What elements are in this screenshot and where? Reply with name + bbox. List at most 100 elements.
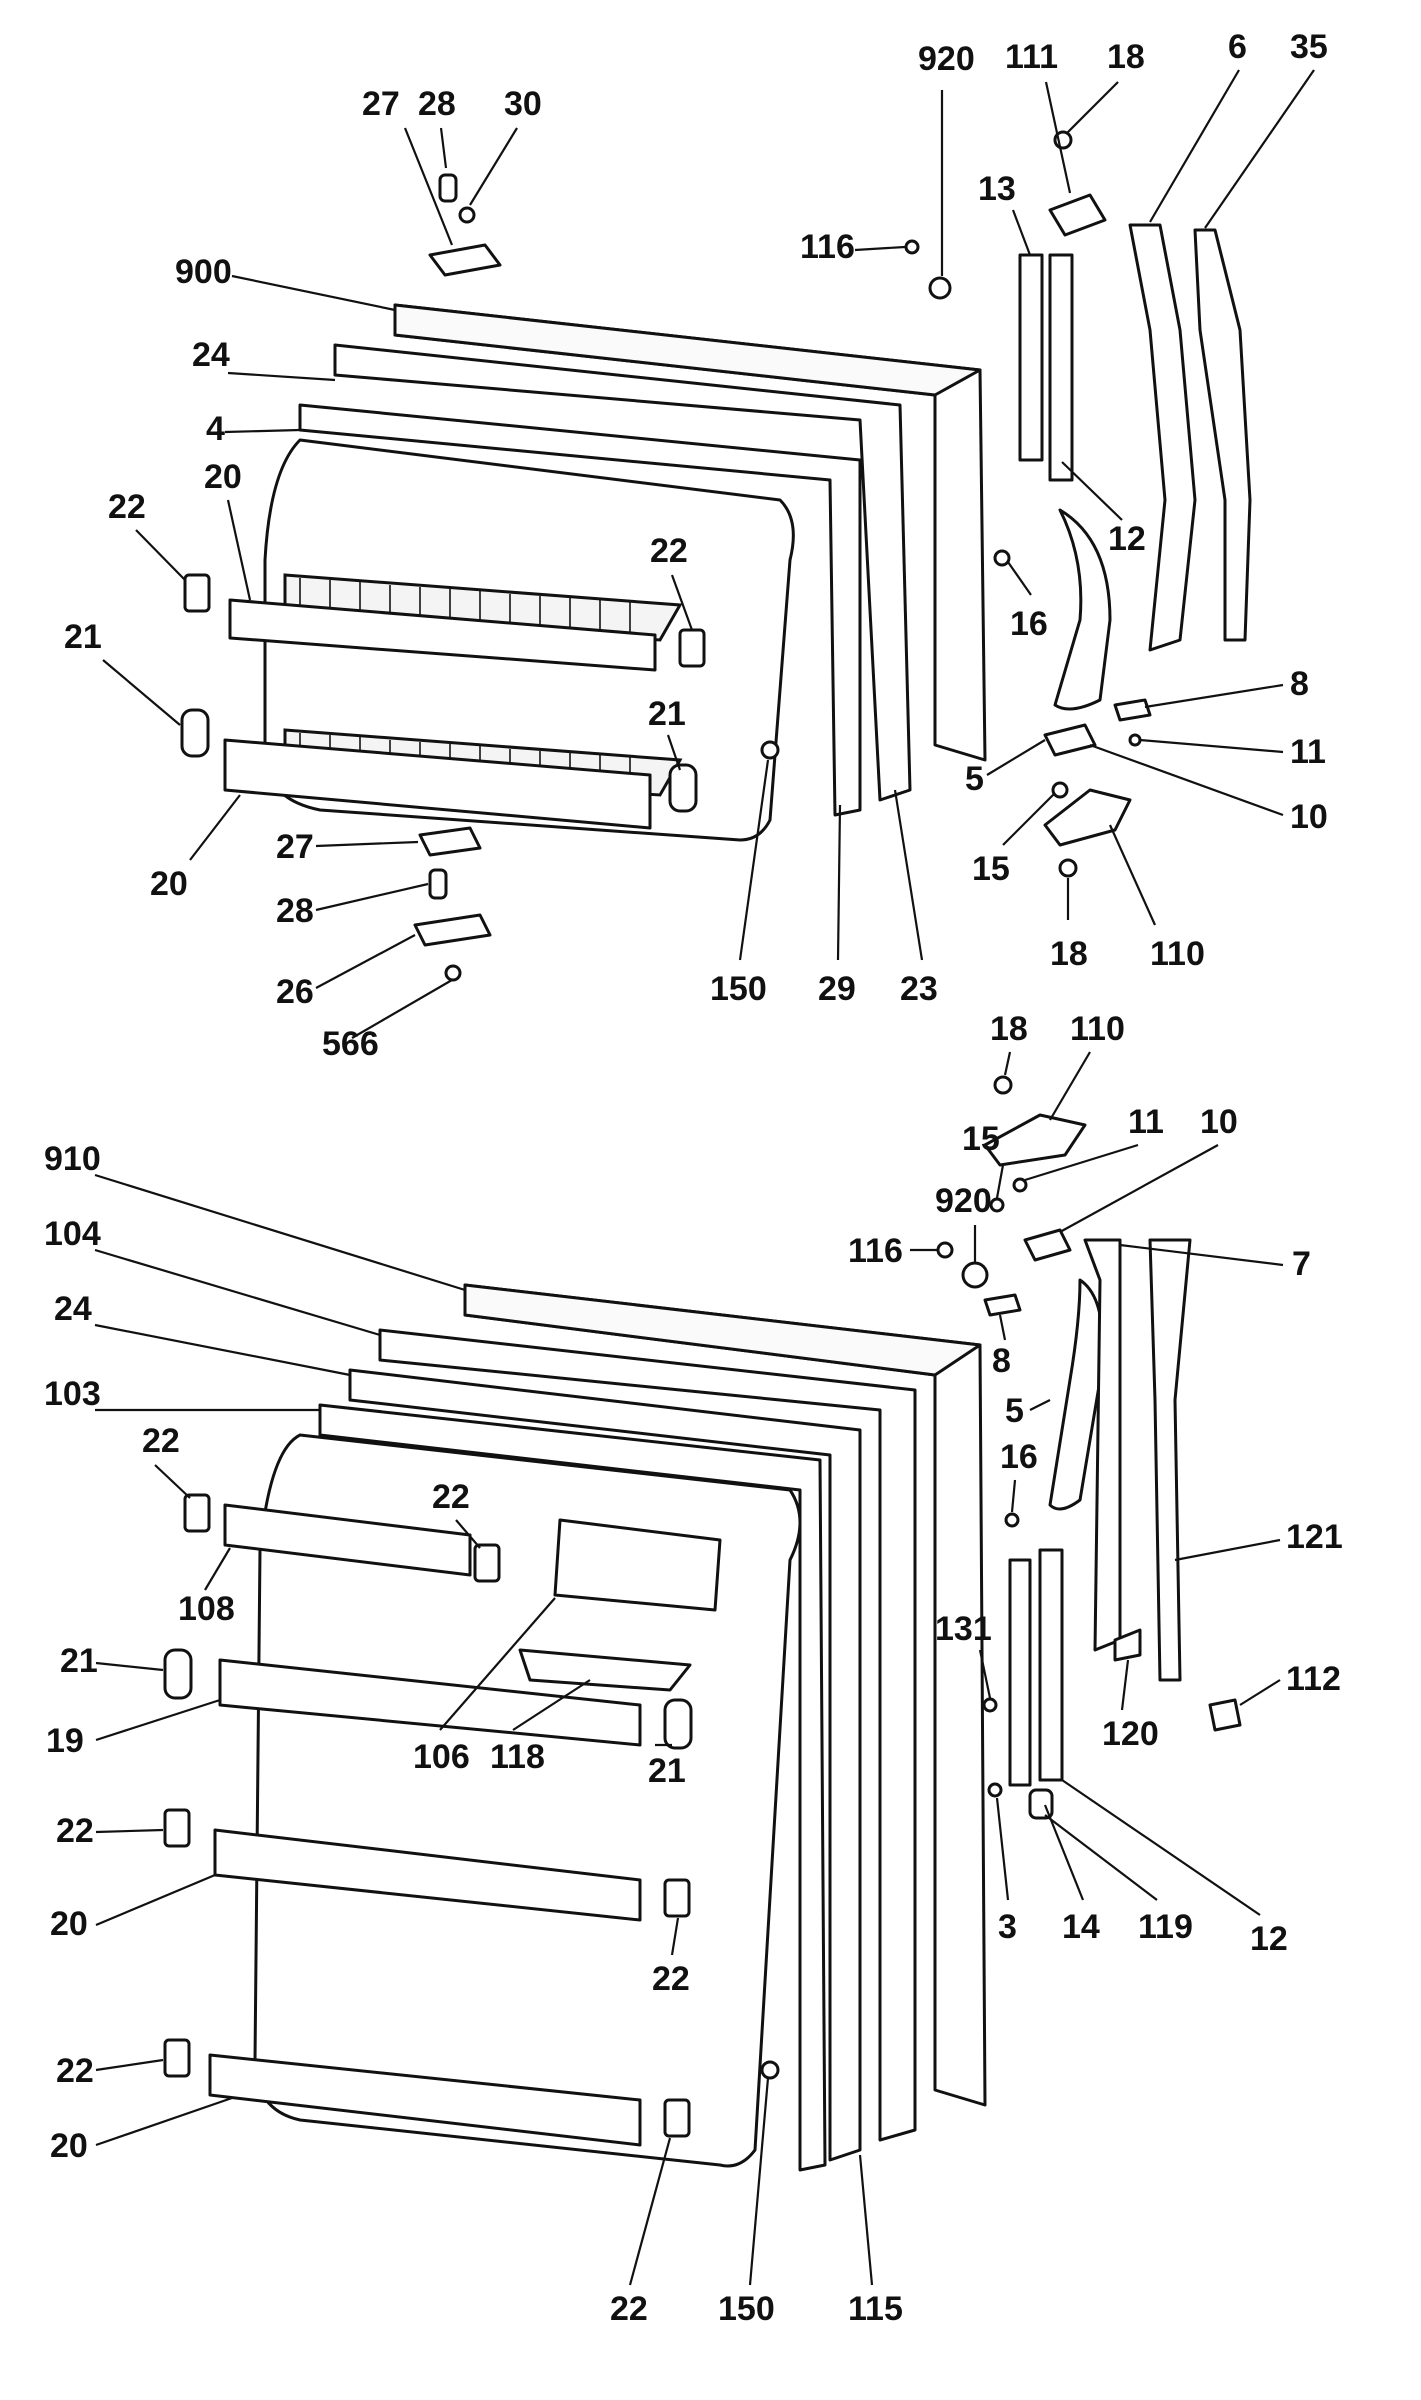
lower-screw-16 xyxy=(1004,1512,1020,1528)
callout-5-lower: 5 xyxy=(1005,1392,1024,1430)
callout-3: 3 xyxy=(998,1908,1017,1946)
callout-21-lower-left: 21 xyxy=(60,1642,98,1680)
callout-23: 23 xyxy=(900,970,938,1008)
lower-handle-bar-7 xyxy=(1083,1238,1122,1652)
upper-gasket-frame-24 xyxy=(333,343,912,802)
callout-13: 13 xyxy=(978,170,1016,208)
upper-screw-150 xyxy=(760,740,780,760)
lower-screw-3 xyxy=(987,1782,1003,1798)
callout-910: 910 xyxy=(44,1140,101,1178)
callout-21-lower-right: 21 xyxy=(648,1752,686,1790)
callout-10-upper: 10 xyxy=(1290,798,1328,836)
upper-handle-trim-35 xyxy=(1193,228,1252,642)
callout-22-upper-left: 22 xyxy=(108,488,146,526)
lower-dairy-compartment-106 xyxy=(553,1518,722,1612)
callout-15-lower: 15 xyxy=(962,1120,1000,1158)
callout-22-lower-e: 22 xyxy=(56,2052,94,2090)
callout-920-lower: 920 xyxy=(935,1182,992,1220)
callout-24-lower: 24 xyxy=(54,1290,92,1328)
callout-116-lower: 116 xyxy=(848,1232,903,1270)
callout-115: 115 xyxy=(848,2290,903,2328)
callout-20-lower-middle: 20 xyxy=(50,1905,88,1943)
callout-6: 6 xyxy=(1228,28,1247,66)
callout-12-lower: 12 xyxy=(1250,1920,1288,1958)
lower-callouts: 18 110 11 10 15 920 116 7 910 104 24 8 1… xyxy=(44,1010,1343,2328)
upper-callouts: 27 28 30 920 111 18 6 35 900 116 13 24 4… xyxy=(64,28,1328,1063)
callout-566: 566 xyxy=(322,1025,379,1063)
callout-121: 121 xyxy=(1286,1518,1343,1556)
upper-hinge-27-bottom xyxy=(418,826,482,857)
callout-108: 108 xyxy=(178,1590,235,1628)
upper-hinge-111 xyxy=(1048,193,1107,237)
upper-trim-12 xyxy=(1048,253,1074,482)
lower-clip-21-left xyxy=(163,1648,193,1700)
callout-27-upper-bottom: 27 xyxy=(276,828,314,866)
upper-clip-21-left xyxy=(180,708,210,758)
upper-hinge-27-top xyxy=(428,243,502,277)
callout-18-upper-bottom: 18 xyxy=(1050,935,1088,973)
lower-plug-920 xyxy=(961,1261,989,1289)
lower-shelf-rail-20-bottom xyxy=(208,2053,642,2147)
callout-22-lower-f: 22 xyxy=(610,2290,648,2328)
callout-112: 112 xyxy=(1286,1660,1341,1698)
upper-door-assembly xyxy=(180,130,1252,982)
callout-20-upper-bottom: 20 xyxy=(150,865,188,903)
lower-bracket-112 xyxy=(1208,1698,1242,1732)
lower-handle-trim-121 xyxy=(1148,1238,1192,1682)
upper-screw-15 xyxy=(1051,781,1069,799)
lower-screw-15 xyxy=(989,1197,1005,1213)
callout-35: 35 xyxy=(1290,28,1328,66)
callout-118: 118 xyxy=(490,1738,545,1776)
lower-bracket-22-a xyxy=(183,1493,211,1533)
callout-29: 29 xyxy=(818,970,856,1008)
callout-20-lower-bottom: 20 xyxy=(50,2127,88,2165)
upper-shelf-top xyxy=(283,573,683,642)
callout-8-upper: 8 xyxy=(1290,665,1309,703)
callout-900: 900 xyxy=(175,253,232,291)
upper-screw-28-top xyxy=(438,173,458,203)
lower-bracket-22-c xyxy=(163,1808,191,1848)
lower-cam-10 xyxy=(1023,1228,1072,1262)
upper-hinge-110 xyxy=(1043,788,1132,847)
callout-16-upper: 16 xyxy=(1010,605,1048,643)
callout-131: 131 xyxy=(935,1610,992,1648)
lower-inner-liner xyxy=(253,1433,802,2168)
callout-116-upper: 116 xyxy=(800,228,855,266)
callout-27-upper-top: 27 xyxy=(362,85,400,123)
callout-22-lower-b: 22 xyxy=(432,1478,470,1516)
upper-washer-8 xyxy=(1113,698,1152,722)
callout-16-lower: 16 xyxy=(1000,1438,1038,1476)
callout-24-upper: 24 xyxy=(192,336,230,374)
callout-103: 103 xyxy=(44,1375,101,1413)
leader-lines xyxy=(94,69,1315,2286)
upper-screw-566 xyxy=(444,964,462,982)
callout-7: 7 xyxy=(1292,1245,1311,1283)
callout-106: 106 xyxy=(413,1738,470,1776)
lower-screw-11 xyxy=(1012,1177,1028,1193)
callout-110-upper: 110 xyxy=(1150,935,1205,973)
lower-hinge-110 xyxy=(983,1113,1087,1167)
upper-plug-920 xyxy=(928,276,952,300)
lower-shelf-rail-108 xyxy=(223,1503,472,1577)
upper-cam-10 xyxy=(1043,723,1097,757)
lower-tray-118 xyxy=(518,1648,692,1692)
callout-28-upper-top: 28 xyxy=(418,85,456,123)
upper-screw-28-bottom xyxy=(428,868,448,900)
callout-150-lower: 150 xyxy=(718,2290,775,2328)
callout-22-lower-a: 22 xyxy=(142,1422,180,1460)
upper-screw-30 xyxy=(458,206,476,224)
lower-screw-116 xyxy=(936,1241,954,1259)
upper-screw-11 xyxy=(1128,733,1142,747)
callout-21-upper-right: 21 xyxy=(648,695,686,733)
callout-920-upper: 920 xyxy=(918,40,975,78)
callout-111: 111 xyxy=(1005,38,1058,76)
callout-11-lower: 11 xyxy=(1128,1103,1164,1141)
callout-22-lower-d: 22 xyxy=(652,1960,690,1998)
upper-shelf-rail-top xyxy=(228,598,657,672)
lower-washer-8 xyxy=(983,1293,1022,1317)
lower-shelf-rail-19 xyxy=(218,1658,642,1747)
callout-28-upper-bottom: 28 xyxy=(276,892,314,930)
lower-bracket-22-d xyxy=(663,1878,691,1918)
callout-18-lower: 18 xyxy=(990,1010,1028,1048)
